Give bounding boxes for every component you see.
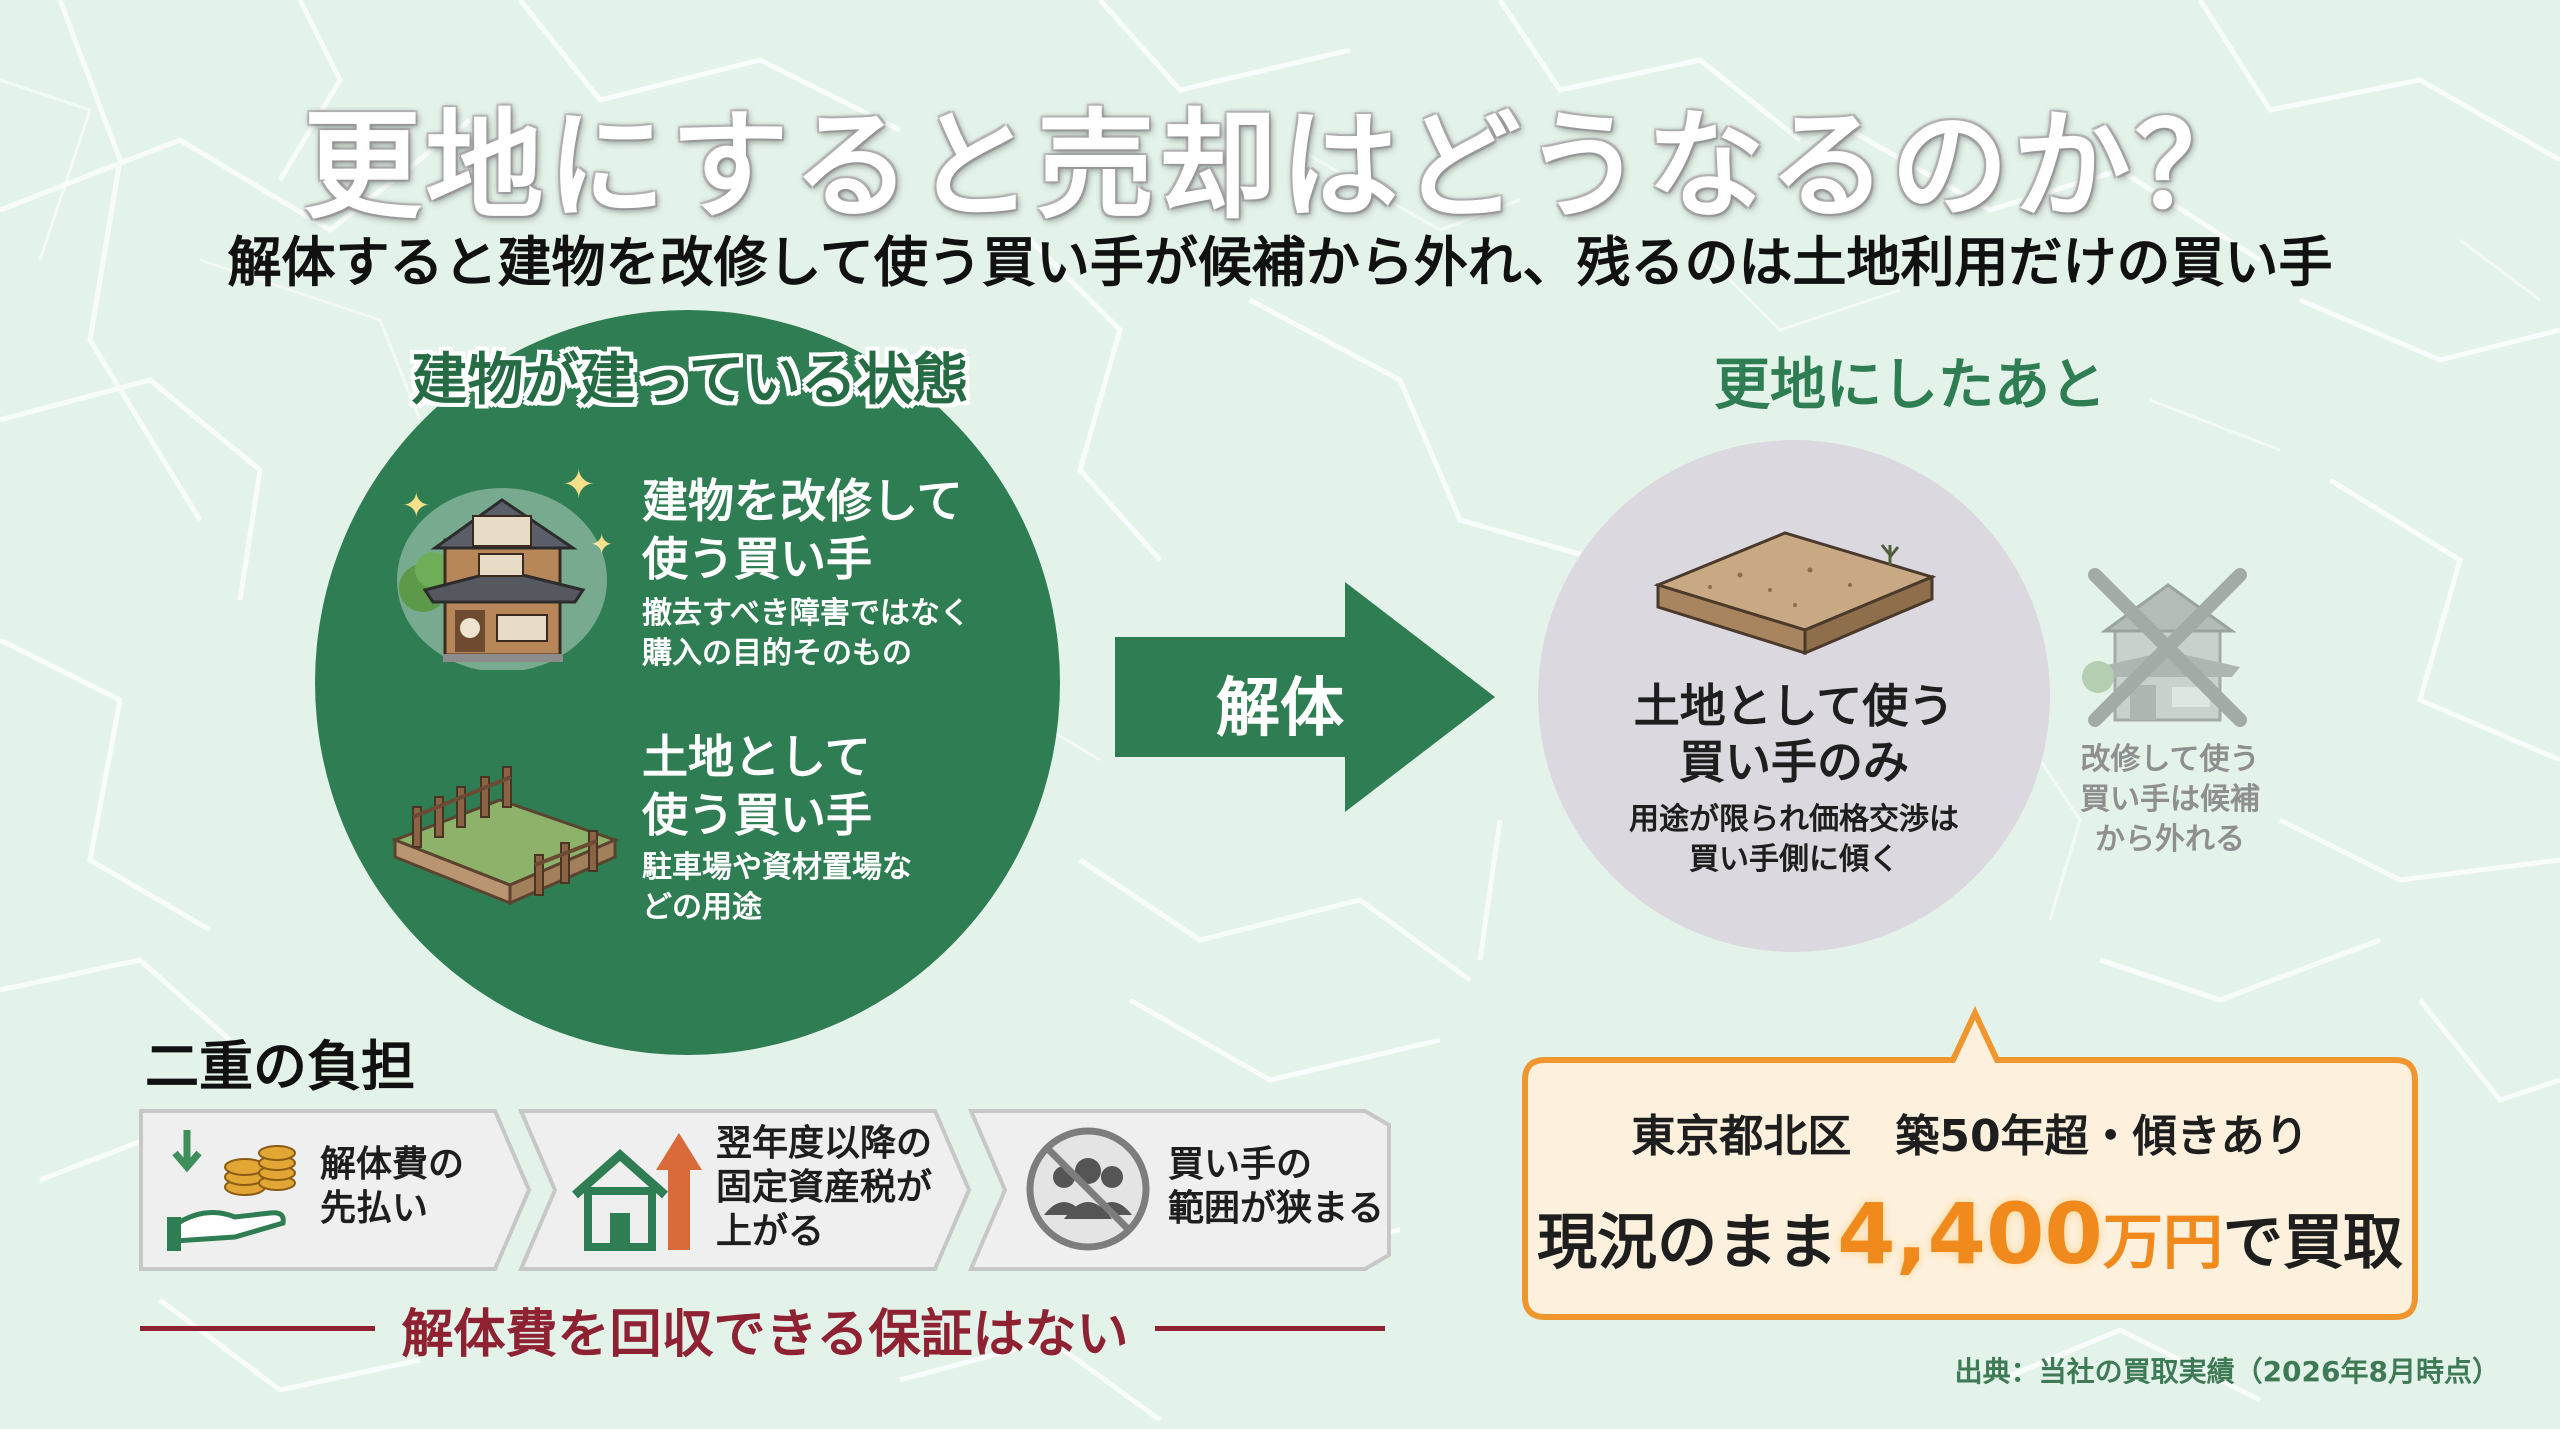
double-burden-heading: 二重の負担	[145, 1035, 415, 1098]
page-title: 更地にすると売却はどうなるのか？	[303, 97, 2257, 235]
page-subtitle: 解体すると建物を改修して使う買い手が候補から外れ、残るのは土地利用だけの買い手	[227, 231, 2333, 294]
case-suffix: で買取	[2222, 1208, 2403, 1278]
buyer-land-note: 駐車場や資材置場な どの用途	[642, 850, 912, 925]
after-buyer-note: 用途が限られ価格交渉は 買い手側に傾く	[1629, 802, 1959, 877]
fenced-land-icon	[390, 766, 620, 906]
source-note: 出典：当社の買取実績（2026年8月時点）	[1954, 1355, 2500, 1388]
demolition-label: 解体	[1216, 672, 1344, 746]
sparkle-icon: ✦	[402, 486, 431, 526]
house-rising-arrow-icon	[572, 1133, 702, 1251]
crossed-out-house-icon	[2082, 568, 2247, 727]
sparkle-icon: ✦	[562, 462, 596, 508]
case-prefix: 現況のまま	[1537, 1208, 1838, 1278]
warning-text: 解体費を回収できる保証はない	[401, 1305, 1129, 1365]
before-state-label: 建物が建っている状態	[411, 348, 969, 413]
demolition-arrow-icon	[1115, 582, 1495, 812]
burden-item-2-text: 翌年度以降の 固定資産税が 上がる	[716, 1123, 933, 1252]
burden-item-3-text: 買い手の 範囲が狭まる	[1168, 1144, 1385, 1229]
before-state-circle	[315, 310, 1060, 1055]
old-house-icon	[397, 488, 607, 670]
warning-divider-left	[140, 1326, 375, 1331]
after-buyer-title: 土地として使う 買い手のみ	[1633, 679, 1955, 789]
burden-step-2	[517, 1109, 972, 1271]
coins-hand-icon	[167, 1130, 296, 1251]
case-unit: 万円	[2102, 1208, 2223, 1278]
case-callout	[1522, 1005, 2418, 1320]
buyer-renovate-title: 建物を改修して 使う買い手	[642, 474, 963, 586]
sparkle-icon: ✦	[590, 528, 614, 561]
buyer-land-title: 土地として 使う買い手	[642, 730, 872, 842]
burden-item-1-text: 解体費の 先払い	[320, 1144, 465, 1229]
case-price-line: 現況のまま4,400万円で買取	[1530, 1185, 2410, 1283]
buyer-renovate-note: 撤去すべき障害ではなく 購入の目的そのもの	[642, 596, 970, 671]
after-state-circle	[1538, 440, 2050, 952]
after-state-label: 更地にしたあと	[1714, 353, 2106, 418]
excluded-buyer-note: 改修して使う 買い手は候補 から外れる	[2080, 742, 2260, 857]
case-amount: 4,400	[1837, 1185, 2103, 1283]
no-people-icon	[1026, 1127, 1150, 1251]
vacant-lot-icon	[1653, 531, 1937, 656]
warning-divider-right	[1155, 1326, 1385, 1331]
case-location: 東京都北区 築50年超・傾きあり	[1631, 1111, 2309, 1162]
